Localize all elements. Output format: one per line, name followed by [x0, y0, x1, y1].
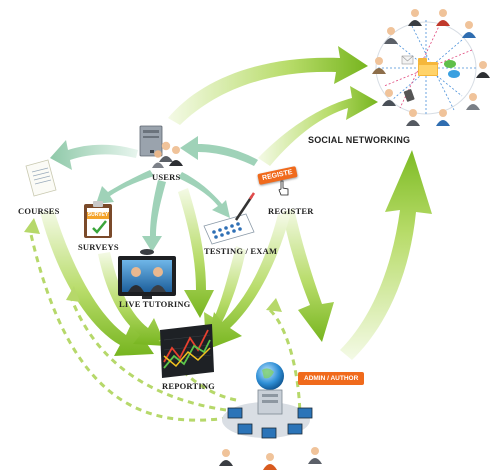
- live-tutoring-tv-icon: [118, 249, 176, 299]
- survey-tag: SURVEY: [87, 212, 109, 218]
- arrow-users-to-surveys: [96, 170, 154, 204]
- person-icon: [476, 61, 490, 78]
- person-icon: [436, 109, 450, 126]
- person-icon: [462, 21, 476, 38]
- social-person: [476, 60, 490, 83]
- users-label: USERS: [152, 172, 181, 182]
- chat-icon: [444, 60, 460, 78]
- arrow-surveys-to-reporting: [98, 252, 166, 346]
- person-icon: [382, 89, 396, 106]
- person-icon: [372, 57, 386, 74]
- reporting-label: REPORTING: [162, 381, 215, 391]
- users-icon: [139, 125, 183, 168]
- register-label: REGISTER: [268, 206, 314, 216]
- arrow-users-to-tutoring: [142, 180, 166, 252]
- arrow-users-to-courses: [50, 140, 138, 170]
- social-person: [436, 108, 450, 131]
- reporting-chart-icon: [160, 324, 214, 378]
- folder-icon: [418, 58, 438, 76]
- phone-icon: [403, 89, 415, 102]
- person-icon: [263, 453, 277, 470]
- admin-author-label: ADMIN / AUTHOR: [298, 372, 365, 385]
- person-icon: [384, 27, 398, 44]
- person-icon: [308, 447, 322, 464]
- arrow-users-to-reporting: [178, 188, 214, 318]
- person-icon: [406, 109, 420, 126]
- courses-label: COURSES: [18, 206, 60, 216]
- person-icon: [466, 93, 480, 110]
- courses-document-icon: [25, 159, 57, 197]
- surveys-label: SURVEYS: [78, 242, 119, 252]
- arrow-admin-to-social: [340, 150, 432, 360]
- admin-person: [308, 446, 322, 469]
- social-person: [462, 20, 476, 43]
- arrow-users-to-social: [168, 46, 368, 125]
- dash-arrowhead-surveys: [66, 286, 80, 302]
- live-tutoring-label: LIVE TUTORING: [119, 299, 191, 309]
- social-person: [408, 8, 422, 31]
- social-person: [466, 92, 480, 115]
- dash-arrowhead-courses: [24, 218, 40, 234]
- arrow-register-to-social: [258, 86, 378, 166]
- admin-person: [219, 448, 233, 471]
- admin-person: [263, 452, 277, 475]
- testing-exam-label: TESTING / EXAM: [204, 246, 278, 256]
- admin-network-icon: [222, 362, 313, 439]
- arrow-users-to-testing: [178, 172, 230, 218]
- dash-arrowhead-register: [266, 298, 282, 312]
- social-person: [372, 56, 386, 79]
- arrow-register-to-users: [180, 136, 258, 166]
- hand-cursor-icon: [278, 180, 289, 196]
- social-networking-label: SOCIAL NETWORKING: [308, 135, 411, 145]
- person-icon: [436, 9, 450, 26]
- person-icon: [408, 9, 422, 26]
- social-person: [382, 88, 396, 111]
- arrow-register-to-admin: [282, 208, 334, 342]
- social-person: [384, 26, 398, 49]
- social-person: [406, 108, 420, 131]
- arrow-register-to-reporting: [206, 214, 290, 350]
- envelope-icon: [401, 55, 414, 65]
- social-person: [436, 8, 450, 31]
- survey-clipboard-icon: [84, 201, 112, 238]
- testing-exam-sheet-icon: [203, 192, 256, 245]
- person-icon: [219, 449, 233, 466]
